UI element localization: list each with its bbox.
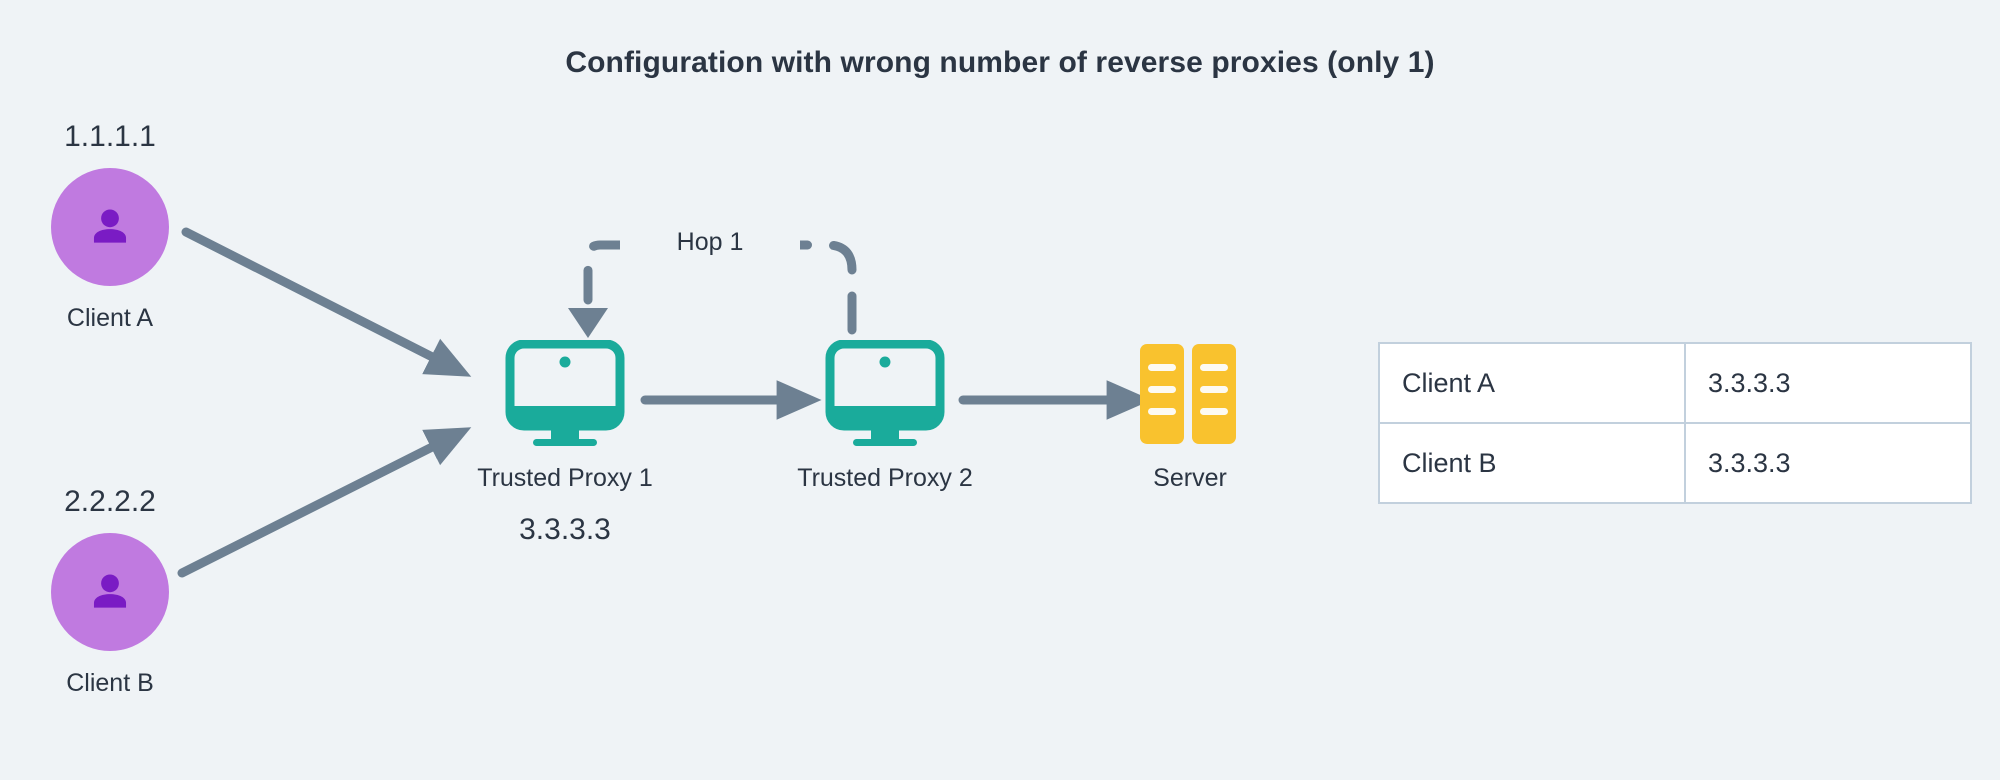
arrow-client-a-to-proxy1 xyxy=(181,227,472,377)
client-a-ip-label: 1.1.1.1 xyxy=(64,120,156,153)
table-cell-ip: 3.3.3.3 xyxy=(1684,422,1972,504)
client-a-avatar xyxy=(51,168,169,286)
node-client-a: 1.1.1.1 Client A xyxy=(22,120,198,333)
server-icon xyxy=(1140,344,1236,444)
node-trusted-proxy-2: Trusted Proxy 2 xyxy=(775,340,995,493)
table-row: Client A 3.3.3.3 xyxy=(1378,342,1972,424)
node-trusted-proxy-1: Trusted Proxy 1 3.3.3.3 xyxy=(455,340,675,547)
trusted-proxy-1-ip-label: 3.3.3.3 xyxy=(519,513,611,546)
client-b-ip-label: 2.2.2.2 xyxy=(64,485,156,518)
person-icon xyxy=(93,209,127,243)
node-client-b: 2.2.2.2 Client B xyxy=(22,485,198,698)
trusted-proxy-1-label: Trusted Proxy 1 xyxy=(477,464,653,492)
client-a-label: Client A xyxy=(66,304,154,332)
table-cell-client: Client A xyxy=(1378,342,1686,424)
hop-1-label: Hop 1 xyxy=(620,228,800,257)
page-title: Configuration with wrong number of rever… xyxy=(565,46,1435,79)
monitor-icon xyxy=(825,340,945,446)
table-cell-ip: 3.3.3.3 xyxy=(1684,342,1972,424)
table-cell-client: Client B xyxy=(1378,422,1686,504)
client-b-label: Client B xyxy=(66,669,154,697)
client-ip-mapping-table: Client A 3.3.3.3 Client B 3.3.3.3 xyxy=(1378,342,1972,504)
hop-1-dashed-path xyxy=(583,240,857,335)
arrow-client-b-to-proxy1 xyxy=(177,427,472,578)
client-b-avatar xyxy=(51,533,169,651)
table-row: Client B 3.3.3.3 xyxy=(1378,422,1972,504)
trusted-proxy-2-label: Trusted Proxy 2 xyxy=(797,464,973,492)
monitor-icon xyxy=(505,340,625,446)
server-label: Server xyxy=(1153,464,1227,492)
person-icon xyxy=(93,574,127,608)
hop-1-arrowhead-icon xyxy=(568,308,608,338)
node-server: Server xyxy=(1090,340,1290,493)
